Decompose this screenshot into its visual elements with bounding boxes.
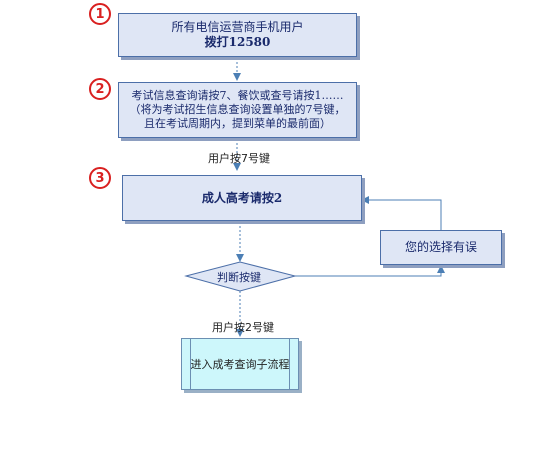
adult-exam-box: 成人高考请按2 xyxy=(122,175,362,221)
decision-diamond xyxy=(184,261,297,292)
start-box-line2: 拨打12580 xyxy=(204,35,271,49)
start-box-line1: 所有电信运营商手机用户 xyxy=(171,20,304,34)
query-subprocess-text: 进入成考查询子流程 xyxy=(190,358,290,371)
step-badge-2: 2 xyxy=(89,78,111,100)
menu-box-line2: （将为考试招生信息查询设置单独的7号键， xyxy=(129,103,346,116)
press-7-label: 用户按7号键 xyxy=(208,152,270,165)
error-box: 您的选择有误 xyxy=(380,230,502,265)
error-box-text: 您的选择有误 xyxy=(404,240,477,254)
query-subprocess-box: 进入成考查询子流程 xyxy=(181,338,299,390)
menu-box-line3: 且在考试周期内，提到菜单的最前面） xyxy=(144,117,331,130)
step-badge-3: 3 xyxy=(89,167,111,189)
adult-exam-text: 成人高考请按2 xyxy=(201,190,283,205)
start-box: 所有电信运营商手机用户 拨打12580 xyxy=(118,13,357,57)
arrow-error-to-box3 xyxy=(361,196,442,230)
menu-box: 考试信息查询请按7、餐饮或查号请按1…… （将为考试招生信息查询设置单独的7号键… xyxy=(118,82,357,138)
step-badge-1: 1 xyxy=(89,3,111,25)
arrow-decision-to-error xyxy=(295,265,445,277)
menu-box-line1: 考试信息查询请按7、餐饮或查号请按1…… xyxy=(131,89,344,102)
press-2-label: 用户按2号键 xyxy=(212,321,274,334)
decision-label: 判断按键 xyxy=(217,271,261,284)
